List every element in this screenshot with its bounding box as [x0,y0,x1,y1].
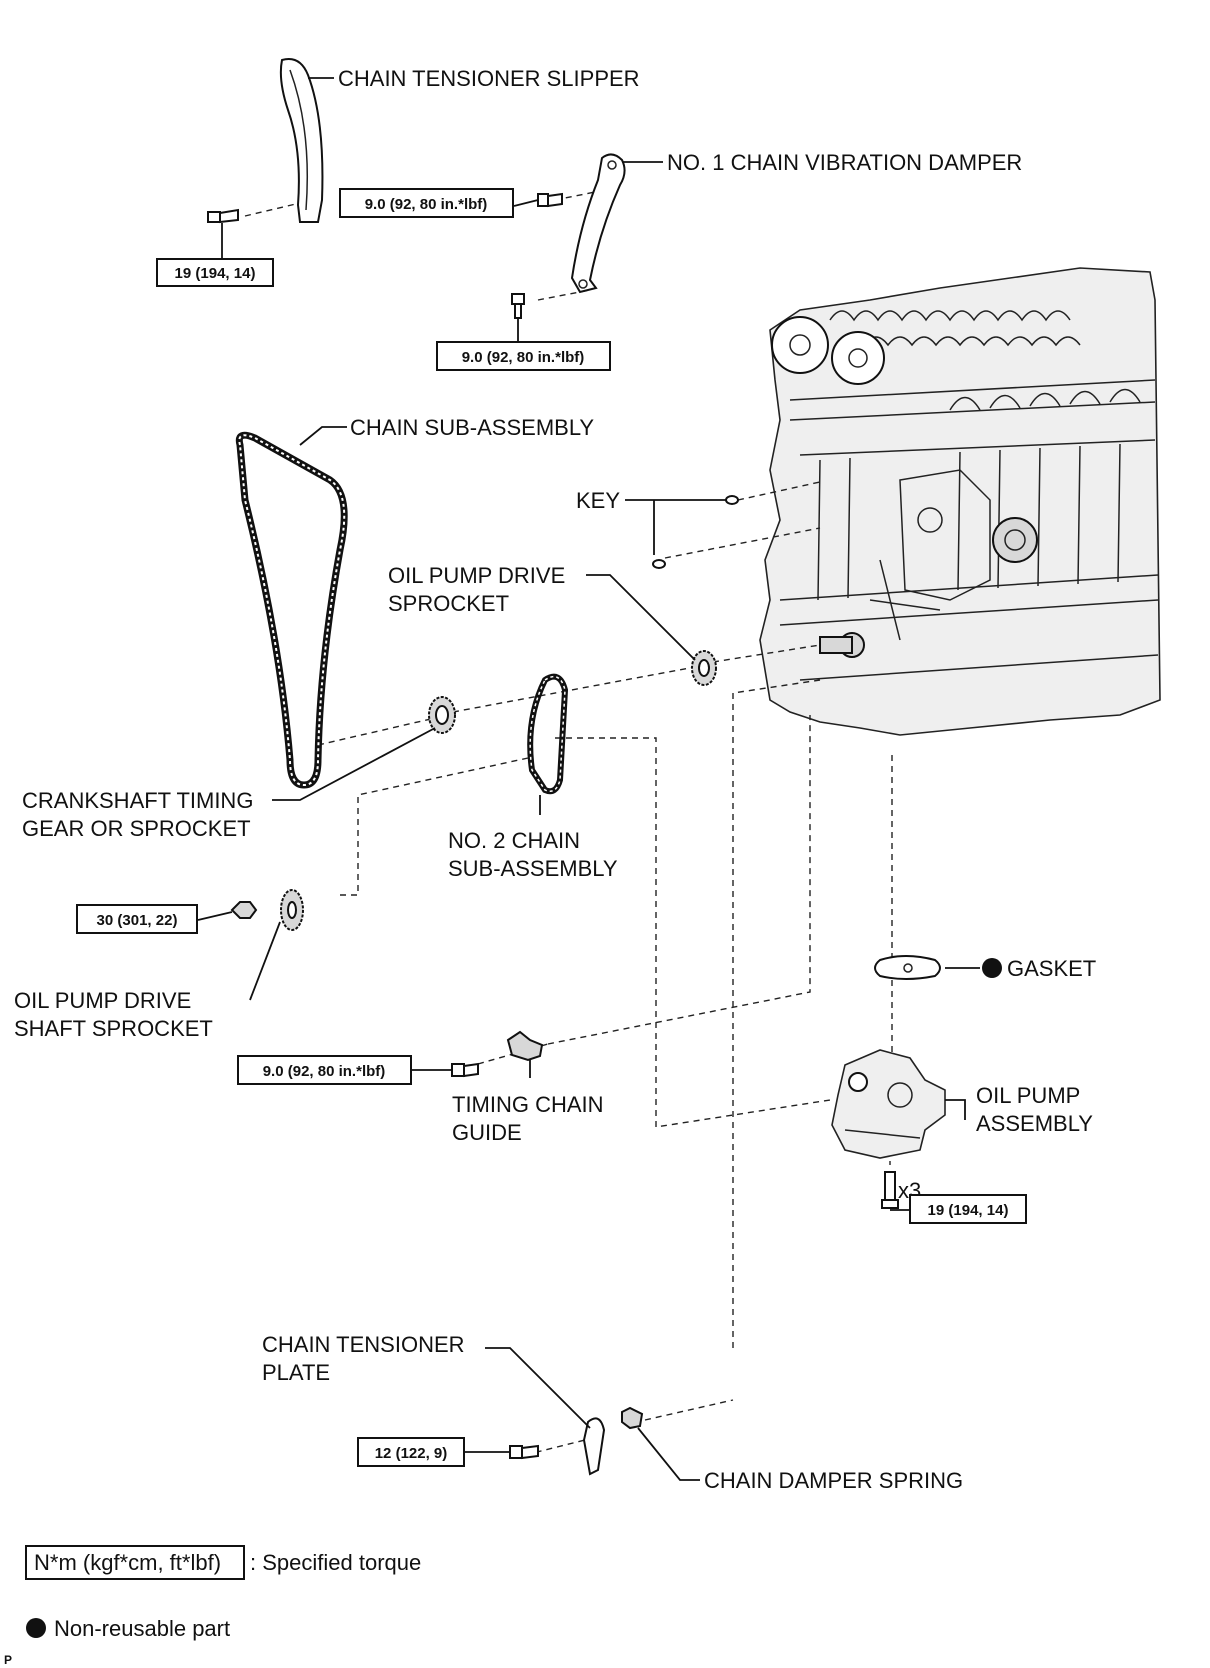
oil-pump-drive-sprocket [691,650,717,686]
label-no1-chain-vibration-damper: NO. 1 CHAIN VIBRATION DAMPER [667,150,1022,175]
corner-mark: P [4,1653,12,1667]
non-reusable-dot-icon [982,958,1002,978]
torque-boxes: 19 (194, 14) 9.0 (92, 80 in.*lbf) 9.0 (9… [76,188,1027,1467]
label-oil-pump-assembly-1: OIL PUMP [976,1083,1080,1108]
label-chain-tensioner-plate-2: PLATE [262,1360,330,1385]
chain-damper-spring-part [621,1406,644,1430]
label-timing-chain-guide-2: GUIDE [452,1120,522,1145]
oil-pump-drive-shaft-sprocket [280,889,304,931]
tensioner-plate-bolt [509,1444,539,1460]
legend-torque-box: N*m (kgf*cm, ft*lbf) [34,1550,221,1575]
oil-pump-bolt [881,1171,899,1209]
part-labels: CHAIN TENSIONER SLIPPER NO. 1 CHAIN VIBR… [14,66,1096,1493]
torque-chain-guide-bolt: 9.0 (92, 80 in.*lbf) [263,1063,386,1080]
chain-tensioner-plate [582,1417,606,1476]
legend: N*m (kgf*cm, ft*lbf) : Specified torque … [25,1545,421,1641]
chain-guide-bolt [451,1062,479,1078]
chain-sub-assembly [235,431,348,789]
key-parts [652,495,739,569]
torque-oil-pump-bolts: 19 (194, 14) [928,1202,1009,1219]
slipper-bolt [207,208,239,224]
label-timing-chain-guide-1: TIMING CHAIN [452,1092,604,1117]
label-chain-tensioner-plate-1: CHAIN TENSIONER [262,1332,465,1357]
torque-damper-bolt-lower: 9.0 (92, 80 in.*lbf) [462,349,585,366]
legend-non-reusable-dot-icon [26,1618,46,1638]
label-gasket: GASKET [1007,956,1096,981]
oil-pump-assembly-part [831,1049,946,1159]
label-oil-pump-drive-shaft-sprocket-2: SHAFT SPROCKET [14,1016,213,1041]
label-oil-pump-drive-sprocket-2: SPROCKET [388,591,509,616]
torque-slipper-bolt: 19 (194, 14) [175,265,256,282]
torque-damper-bolt-upper: 9.0 (92, 80 in.*lbf) [365,196,488,213]
label-no2-chain-1: NO. 2 CHAIN [448,828,580,853]
label-oil-pump-assembly-2: ASSEMBLY [976,1111,1093,1136]
timing-chain-guide [506,1030,544,1062]
label-oil-pump-drive-shaft-sprocket-1: OIL PUMP DRIVE [14,988,191,1013]
label-no2-chain-2: SUB-ASSEMBLY [448,856,618,881]
chain-tensioner-slipper [279,58,324,223]
label-crankshaft-timing-gear-1: CRANKSHAFT TIMING [22,788,253,813]
leader-lines [197,77,980,1481]
gasket-part [874,955,941,980]
label-crankshaft-timing-gear-2: GEAR OR SPROCKET [22,816,251,841]
label-chain-tensioner-slipper: CHAIN TENSIONER SLIPPER [338,66,640,91]
legend-torque-desc: : Specified torque [250,1550,421,1575]
damper-bolt-lower [511,293,525,319]
no1-chain-vibration-damper [570,153,626,294]
label-oil-pump-drive-sprocket-1: OIL PUMP DRIVE [388,563,565,588]
shaft-sprocket-nut [230,901,258,919]
label-key: KEY [576,488,620,513]
no2-chain-sub-assembly [527,673,569,795]
label-chain-damper-spring: CHAIN DAMPER SPRING [704,1468,963,1493]
label-chain-sub-assembly: CHAIN SUB-ASSEMBLY [350,415,594,440]
damper-bolt-upper [537,192,563,208]
torque-tensioner-plate-bolt: 12 (122, 9) [375,1445,448,1462]
engine-block [759,267,1161,736]
crankshaft-timing-gear [428,696,456,734]
torque-shaft-sprocket-nut: 30 (301, 22) [97,912,178,929]
legend-non-reusable: Non-reusable part [54,1616,230,1641]
